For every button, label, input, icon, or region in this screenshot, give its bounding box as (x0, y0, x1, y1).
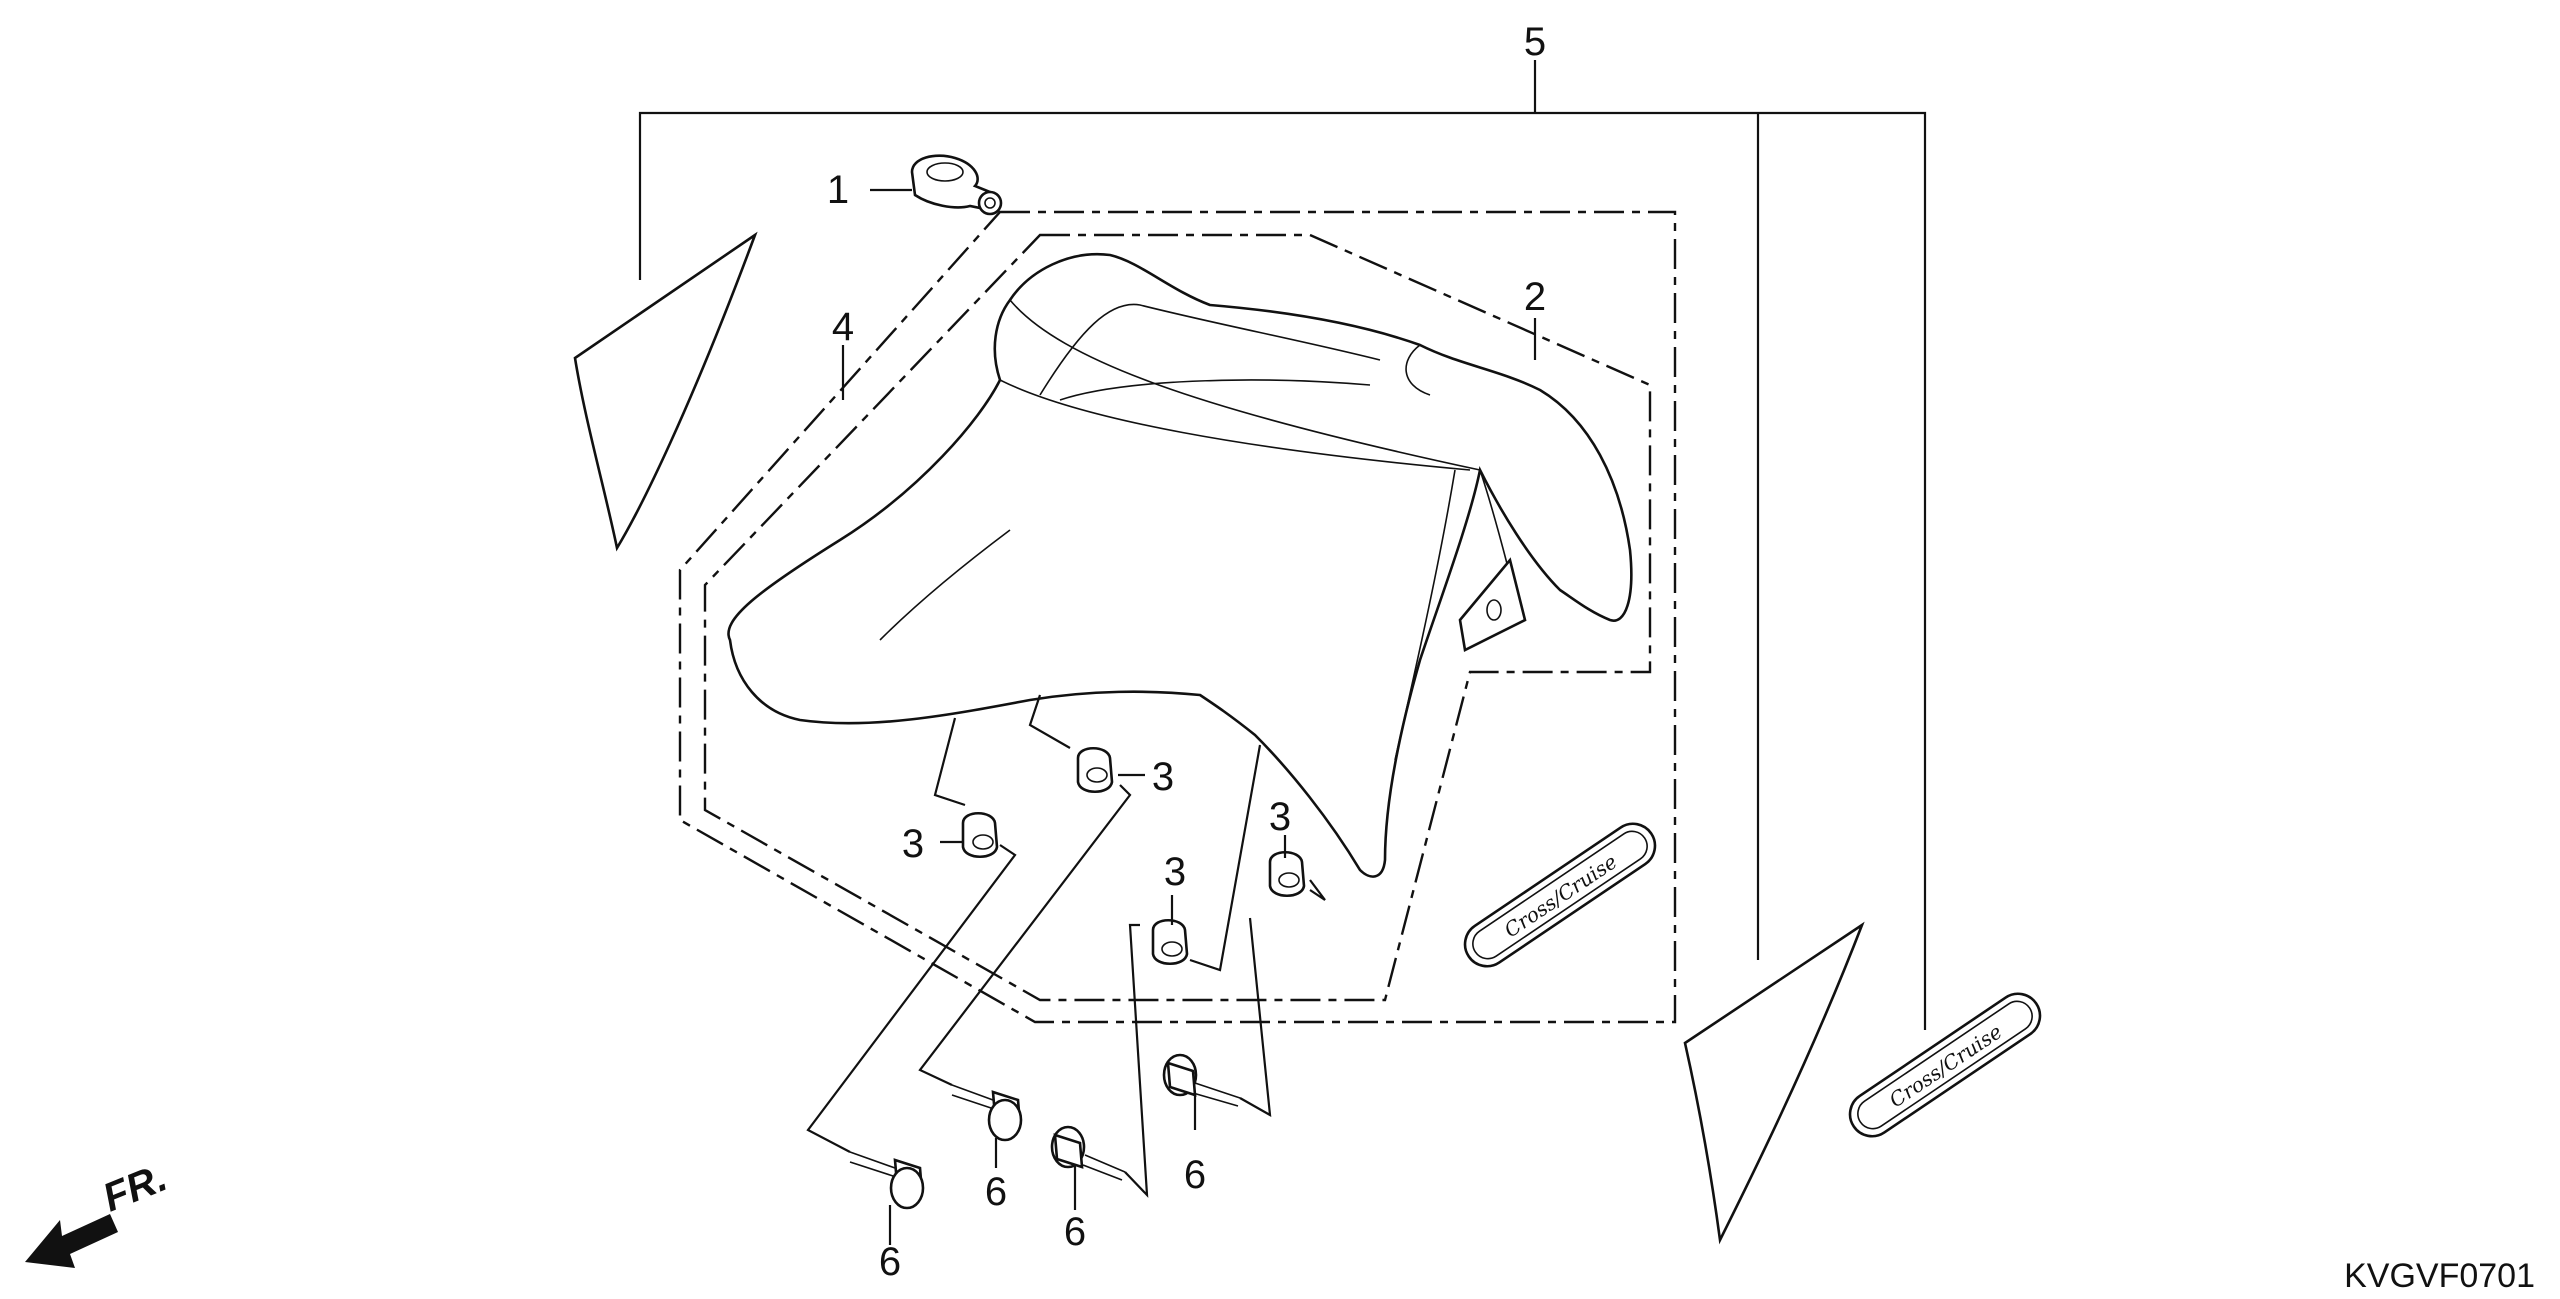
callout-6a: 6 (879, 1240, 901, 1284)
left-side-panel (573, 231, 758, 552)
fastener-leaders (806, 694, 1326, 1198)
callout-3c: 3 (1269, 795, 1291, 839)
bolt-c (1050, 1125, 1126, 1181)
grommet-b (961, 811, 999, 859)
grommet-d (1151, 918, 1189, 966)
emblem-center: Cross/Cruise (1463, 822, 1657, 968)
bolt-a (849, 1151, 925, 1210)
grommet-a (1076, 746, 1114, 794)
group-5-bracket (638, 60, 1927, 1030)
grommet-c (1268, 850, 1306, 898)
callout-3d: 3 (1164, 850, 1186, 894)
callout-6c: 6 (1064, 1210, 1086, 1254)
cable-guide-clip (910, 154, 1003, 216)
callout-2: 2 (1524, 275, 1546, 319)
callout-5: 5 (1524, 20, 1546, 64)
callout-3a: 3 (1152, 755, 1174, 799)
front-direction-arrow-icon: FR. (25, 1155, 173, 1268)
bolt-b (951, 1084, 1023, 1142)
group-4-dashed-boundary (678, 210, 1677, 1024)
front-fender (727, 252, 1633, 878)
right-side-panel (1683, 921, 1865, 1245)
callout-1: 1 (827, 168, 849, 212)
front-direction-label: FR. (97, 1155, 173, 1220)
diagram-code: KVGVF0701 (2344, 1257, 2535, 1295)
callout-6b: 6 (985, 1170, 1007, 1214)
callout-3b: 3 (902, 822, 924, 866)
callout-4: 4 (832, 305, 854, 349)
group-2-dashed-boundary (703, 233, 1652, 1002)
emblem-right: Cross/Cruise (1848, 992, 2042, 1138)
callout-6d: 6 (1184, 1153, 1206, 1197)
bolt-d (1162, 1053, 1241, 1107)
